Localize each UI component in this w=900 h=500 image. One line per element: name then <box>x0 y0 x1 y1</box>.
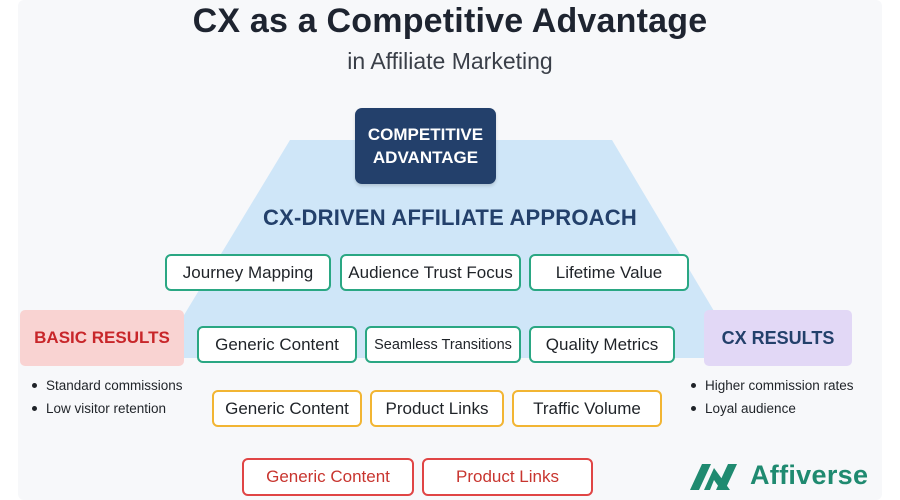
pill-product-links-red: Product Links <box>422 458 593 496</box>
cx-result-item: Loyal audience <box>691 397 854 420</box>
competitive-advantage-box: COMPETITIVE ADVANTAGE <box>355 108 496 184</box>
pill-seamless-transitions: Seamless Transitions <box>365 326 521 363</box>
pill-product-links-orange: Product Links <box>370 390 504 427</box>
affiverse-logo-icon <box>690 464 737 490</box>
approach-label: CX-DRIVEN AFFILIATE APPROACH <box>263 205 637 230</box>
pill-audience-trust-focus: Audience Trust Focus <box>340 254 521 291</box>
pill-traffic-volume: Traffic Volume <box>512 390 662 427</box>
affiverse-logo-text: Affiverse <box>750 460 869 490</box>
pill-journey-mapping: Journey Mapping <box>165 254 331 291</box>
pill-generic-content-red: Generic Content <box>242 458 414 496</box>
pill-quality-metrics: Quality Metrics <box>529 326 675 363</box>
trapezoid-shape <box>158 140 742 358</box>
apex-line-1: COMPETITIVE <box>367 125 484 144</box>
cx-results-list: Higher commission rates Loyal audience <box>691 374 854 420</box>
pill-generic-content-green: Generic Content <box>197 326 357 363</box>
basic-result-item: Standard commissions <box>32 374 183 397</box>
page-title: CX as a Competitive Advantage <box>192 2 708 40</box>
page-subtitle: in Affiliate Marketing <box>347 48 553 74</box>
apex-line-2: ADVANTAGE <box>372 148 479 167</box>
cx-results-box: CX RESULTS <box>704 310 852 366</box>
basic-results-box: BASIC RESULTS <box>20 310 184 366</box>
basic-results-list: Standard commissions Low visitor retenti… <box>32 374 183 420</box>
pill-lifetime-value: Lifetime Value <box>529 254 689 291</box>
cx-result-item: Higher commission rates <box>691 374 854 397</box>
basic-result-item: Low visitor retention <box>32 397 183 420</box>
pill-generic-content-orange: Generic Content <box>212 390 362 427</box>
